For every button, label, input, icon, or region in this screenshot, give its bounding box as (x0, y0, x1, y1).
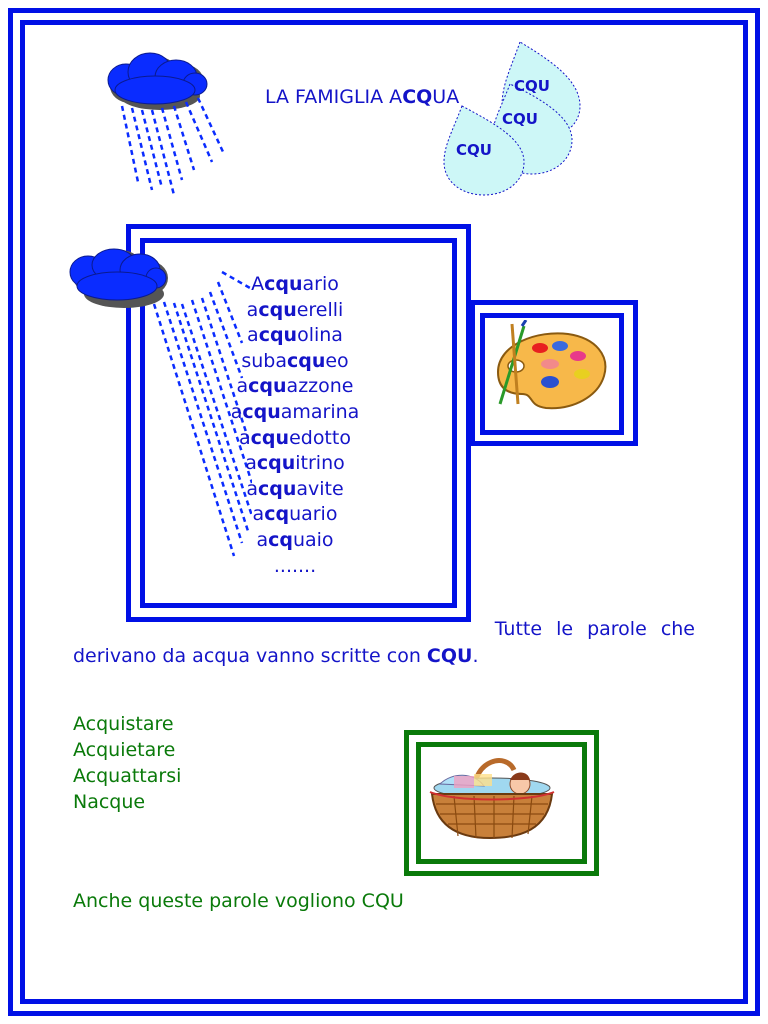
green-word-item: Acquistare (73, 713, 174, 735)
drop-front (443, 105, 525, 196)
wordlist-frame-inner (140, 238, 457, 608)
word-item: acquedotto (239, 426, 351, 449)
word-item: acquamarina (230, 400, 360, 423)
word-item: acquerelli (246, 298, 344, 321)
final-note: Anche queste parole vogliono CQU (73, 890, 404, 912)
word-item: acquitrino (245, 452, 345, 475)
paint-palette-icon (496, 320, 607, 410)
word-item: subacqueo (241, 349, 349, 372)
rule-line-1: Tutte le parole che (494, 618, 695, 640)
green-word-list: Acquistare Acquietare Acquattarsi Nacque (73, 711, 181, 815)
green-word-item: Nacque (73, 791, 146, 813)
inner-border (20, 20, 748, 1004)
cqu-drops: CQU CQU CQU (443, 41, 581, 196)
basket-frame-outer (404, 730, 599, 876)
word-item: acquario (252, 503, 338, 526)
word-item: acquolina (247, 324, 343, 347)
word-item: Acquario (251, 273, 339, 295)
baby-basket-icon (429, 758, 555, 840)
cqu-word-list: Acquario acquerelli acquolina subacqueo … (205, 272, 385, 579)
green-word-item: Acquattarsi (73, 765, 182, 787)
wordlist-frame-outer (126, 224, 471, 622)
drop-label-2: CQU (502, 110, 538, 128)
drop-label-1: CQU (514, 77, 550, 95)
word-item: acquavite (246, 477, 344, 500)
rain-cloud-wordlist (69, 248, 252, 557)
rule-paragraph: Tutte le parole che derivano da acqua va… (73, 618, 695, 667)
basket-frame-inner (416, 742, 587, 864)
word-ellipsis: ....... (273, 554, 317, 577)
word-item: acquazzone (236, 375, 354, 398)
rule-bold-cqu: CQU (426, 645, 473, 667)
word-item: acquaio (256, 528, 334, 551)
rain-cloud-top (107, 52, 226, 196)
palette-frame-outer (470, 300, 638, 446)
palette-frame-inner (480, 313, 624, 435)
green-word-item: Acquietare (73, 739, 176, 761)
rule-line-2: derivano da acqua vanno scritte con (73, 645, 427, 667)
drop-label-3: CQU (456, 141, 492, 159)
outer-border (8, 8, 760, 1016)
page-title: LA FAMIGLIA ACQUA (265, 86, 460, 108)
